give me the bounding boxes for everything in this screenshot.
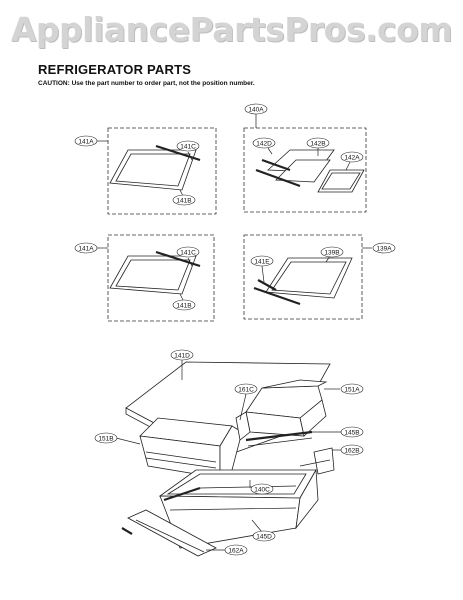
callout-145B: 145B	[340, 426, 364, 438]
callout-140C: 140C	[250, 483, 274, 495]
drawer-rail-162B	[299, 447, 335, 475]
callout-141A-mid: 141A	[74, 242, 98, 254]
svg-text:162A: 162A	[228, 548, 244, 555]
drawer-rail-162A	[121, 509, 217, 557]
callout-141D: 141D	[170, 349, 194, 361]
svg-text:141C: 141C	[180, 250, 196, 257]
crisper-drawer-151B	[139, 417, 243, 479]
svg-text:141C: 141C	[180, 144, 196, 151]
svg-text:151B: 151B	[98, 436, 113, 443]
callout-151A: 151A	[340, 383, 364, 395]
callout-151B: 151B	[94, 432, 118, 444]
svg-text:139A: 139A	[376, 246, 392, 253]
svg-text:142D: 142D	[256, 141, 272, 148]
callout-141B-top: 141B	[172, 194, 196, 206]
svg-text:151A: 151A	[344, 387, 360, 394]
glass-shelf-141B-mid	[109, 255, 197, 295]
shelf-bracket-141E	[253, 279, 301, 306]
callout-141C-mid: 141C	[176, 246, 200, 258]
svg-text:145B: 145B	[344, 430, 359, 437]
svg-text:141B: 141B	[176, 303, 191, 310]
callout-140A: 140A	[244, 103, 268, 115]
svg-text:161C: 161C	[238, 387, 254, 394]
svg-text:141A: 141A	[78, 139, 94, 146]
shelf-trim-141C-top	[155, 144, 201, 162]
svg-text:140A: 140A	[248, 107, 264, 114]
callout-145D: 145D	[252, 530, 276, 542]
callout-139A: 139A	[372, 242, 396, 254]
watermark-logo: AppliancePartsPros.com	[10, 10, 453, 49]
callout-141C-top: 141C	[176, 140, 200, 152]
svg-text:141D: 141D	[174, 353, 190, 360]
caution-note: CAUTION: Use the part number to order pa…	[38, 80, 255, 87]
callout-141A-top: 141A	[74, 135, 98, 147]
svg-text:141E: 141E	[254, 259, 270, 266]
svg-text:145D: 145D	[256, 534, 272, 541]
callout-141E: 141E	[250, 255, 274, 267]
shelf-trim-141C-mid	[155, 250, 201, 268]
group-box-140A	[243, 127, 367, 213]
svg-text:139B: 139B	[324, 250, 339, 257]
page-title: REFRIGERATOR PARTS	[38, 62, 192, 77]
svg-text:142B: 142B	[310, 141, 325, 148]
callout-139B: 139B	[320, 246, 344, 258]
svg-text:162B: 162B	[344, 448, 359, 455]
group-box-139A	[243, 234, 363, 320]
rail-support-145B	[245, 430, 313, 447]
split-shelf-142B	[255, 149, 335, 188]
svg-text:142A: 142A	[344, 155, 360, 162]
svg-text:141A: 141A	[78, 246, 94, 253]
drawer-frame-140C	[163, 485, 297, 502]
callout-162B: 162B	[340, 444, 364, 456]
glass-shelf-141B-top	[109, 149, 197, 191]
svg-text:141B: 141B	[176, 198, 191, 205]
callout-141B-mid: 141B	[172, 299, 196, 311]
svg-text:140C: 140C	[254, 487, 270, 494]
glass-shelf-139B	[265, 257, 353, 299]
callout-142B: 142B	[306, 137, 330, 149]
divider-161C	[235, 411, 251, 441]
callout-162A: 162A	[224, 544, 248, 556]
callout-142A: 142A	[340, 151, 364, 163]
group-box-141A-top	[107, 127, 217, 215]
callout-142D: 142D	[252, 137, 276, 149]
callout-161C: 161C	[234, 383, 258, 395]
pantry-drawer-145D	[158, 468, 319, 549]
